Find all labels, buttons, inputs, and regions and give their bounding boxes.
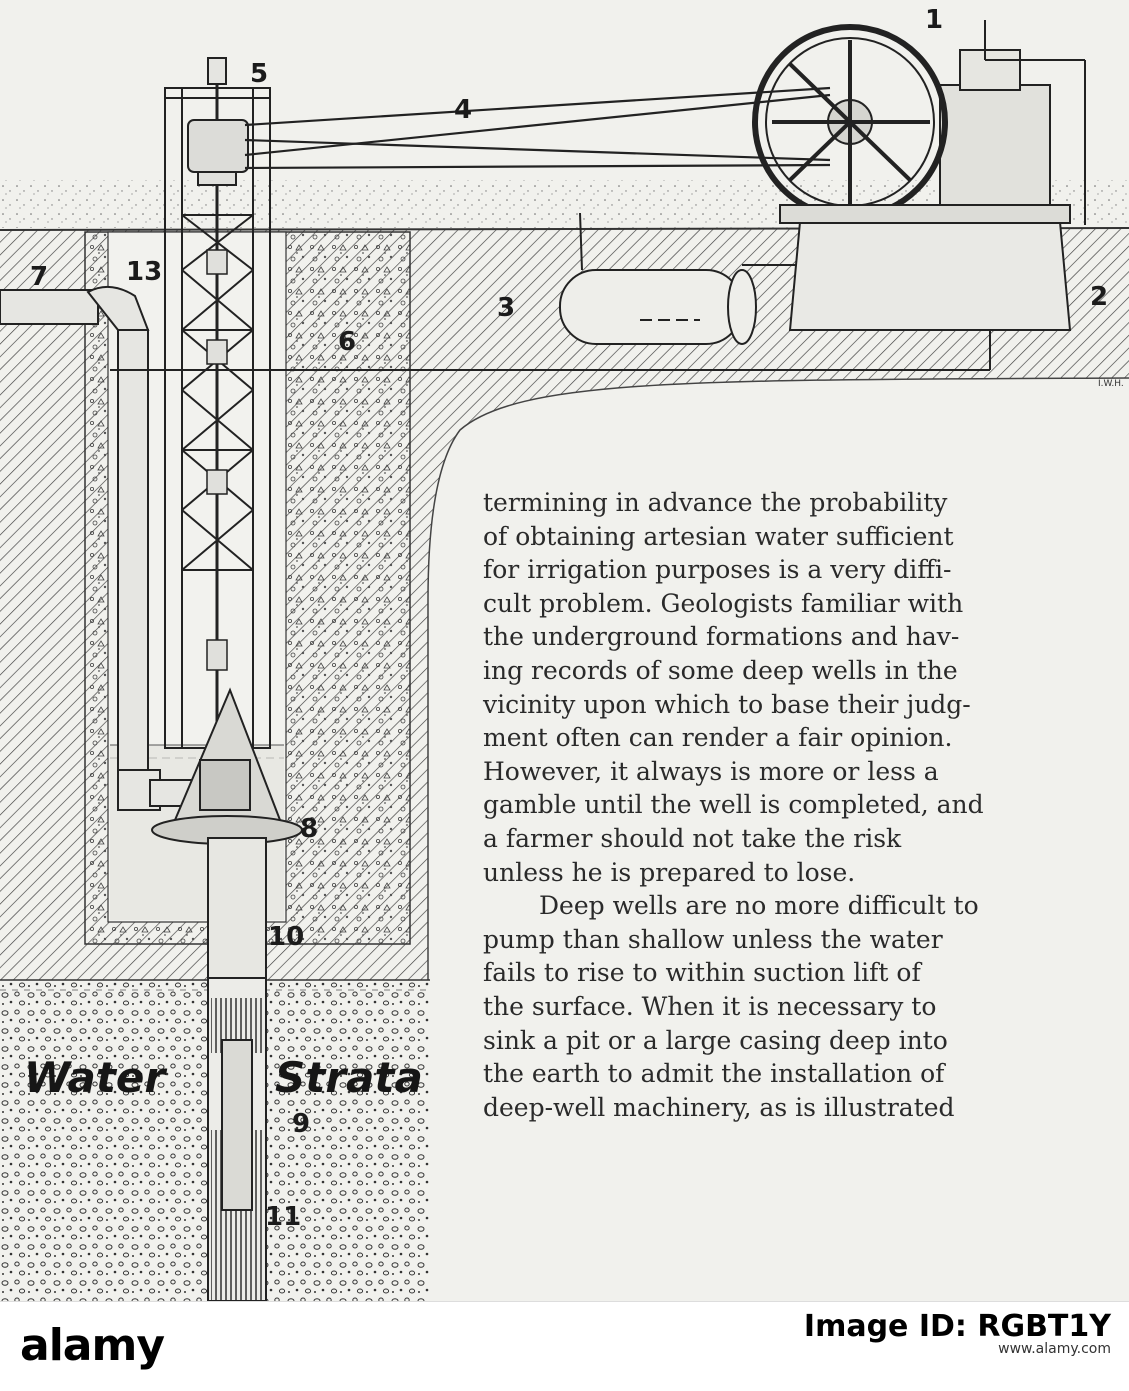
- text-line: sink a pit or a large casing deep into: [483, 1025, 948, 1055]
- vertical-pulley: [187, 119, 249, 173]
- callout-2: 2: [1090, 282, 1108, 312]
- text-line: ment often can render a fair opinion.: [483, 723, 953, 753]
- text-line: termining in advance the probability: [483, 488, 948, 517]
- callout-10: 10: [268, 922, 304, 952]
- callout-1: 1: [925, 5, 943, 35]
- text-line: deep-well machinery, as is illustrated: [483, 1092, 955, 1122]
- pump-bowl-head: [151, 687, 303, 845]
- text-line: Deep wells are no more difficult to: [539, 891, 979, 921]
- callout-labels: 1 2 3 4 5 6 7 8 9 10 11 13: [30, 5, 1108, 1232]
- gas-engine: [752, 20, 1086, 225]
- watermark-footer: alamy Image ID: RGBT1Y www.alamy.com: [0, 1301, 1129, 1391]
- text-line: the earth to admit the installation of: [483, 1059, 945, 1089]
- scanned-page: 1 2 3 4 5 6 7 8 9 10 11 13 Water Strata …: [0, 5, 1129, 1301]
- image-id-block: Image ID: RGBT1Y www.alamy.com: [804, 1312, 1111, 1360]
- callout-7: 7: [30, 262, 48, 292]
- engine-foundation: [788, 221, 1072, 331]
- callout-4: 4: [454, 95, 472, 125]
- callout-6: 6: [338, 327, 356, 357]
- text-line: pump than shallow unless the water: [483, 924, 943, 954]
- strata-label-water: Water: [24, 1053, 167, 1102]
- deep-well-pump-illustration: 1 2 3 4 5 6 7 8 9 10 11 13 Water Strata …: [0, 5, 1129, 1301]
- callout-8: 8: [300, 814, 318, 844]
- callout-9: 9: [292, 1109, 310, 1139]
- callout-3: 3: [497, 293, 515, 323]
- discharge-pipe: [0, 285, 211, 811]
- text-line: cult problem. Geologists familiar with: [483, 588, 964, 618]
- well-casing: [207, 837, 267, 1301]
- text-line: fails to rise to within suction lift of: [483, 958, 921, 988]
- drive-belt: [244, 86, 831, 170]
- text-line: gamble until the well is completed, and: [483, 790, 984, 820]
- alamy-logo[interactable]: alamy: [20, 1320, 165, 1371]
- text-line: vicinity upon which to base their judg-: [483, 689, 971, 719]
- text-line: the underground formations and hav-: [483, 622, 960, 652]
- callout-13: 13: [126, 257, 162, 287]
- article-body-text: termining in advance the probability of …: [483, 486, 1129, 1124]
- strata-label-strata: Strata: [275, 1053, 423, 1102]
- site-url-link[interactable]: www.alamy.com: [998, 1341, 1111, 1357]
- text-line: the surface. When it is necessary to: [483, 991, 937, 1021]
- image-id: Image ID: RGBT1Y: [803, 1309, 1111, 1344]
- text-line: ing records of some deep wells in the: [483, 655, 958, 685]
- callout-5: 5: [250, 59, 268, 89]
- brand-name: alamy: [20, 1320, 165, 1371]
- text-line: However, it always is more or less a: [483, 756, 939, 786]
- text-line: a farmer should not take the risk: [483, 823, 902, 853]
- text-line: of obtaining artesian water sufficient: [483, 521, 954, 551]
- text-line: for irrigation purposes is a very diffi-: [483, 555, 952, 585]
- text-line: unless he is prepared to lose.: [483, 857, 856, 887]
- callout-11: 11: [265, 1202, 301, 1232]
- artist-initials: I.W.H.: [1098, 379, 1124, 389]
